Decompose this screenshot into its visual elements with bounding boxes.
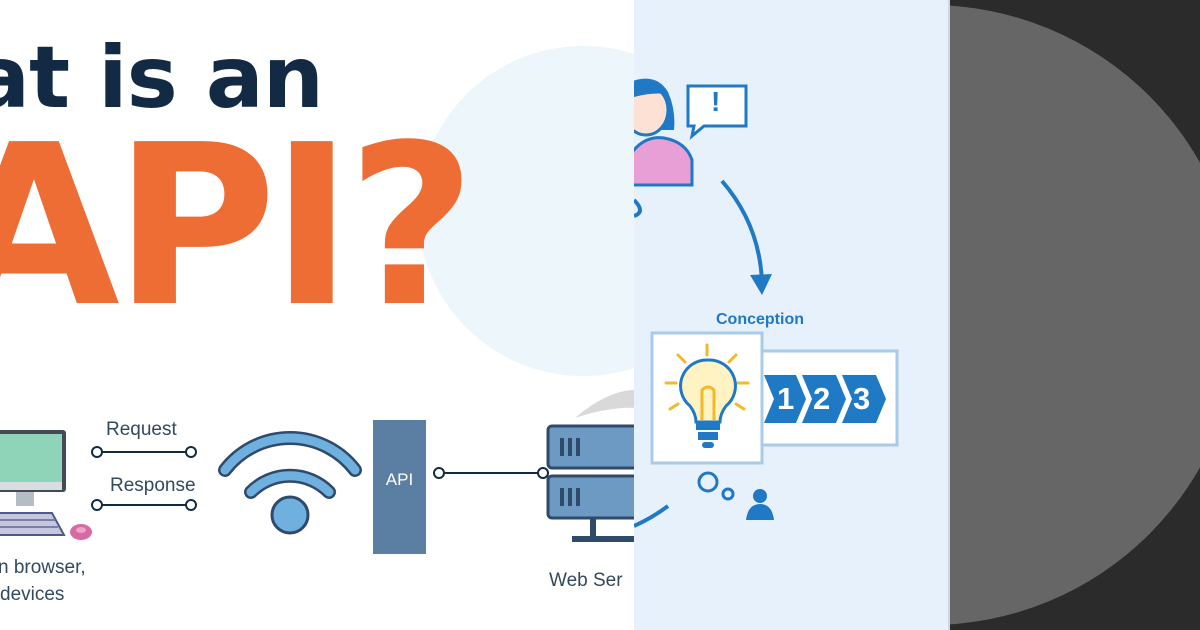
steps-icon	[764, 375, 886, 423]
dark-placeholder-panel	[948, 0, 1200, 630]
user-icon	[697, 471, 774, 520]
person-icon	[634, 78, 694, 218]
request-label: Request	[106, 419, 177, 440]
api-explainer-panel: at is an API? Request Response AP	[0, 28, 634, 605]
conception-panel: ! Conception 1 2 3	[634, 0, 948, 630]
client-caption-line-2: devices	[0, 584, 65, 605]
title-line-2: API?	[0, 98, 476, 356]
api-server-connector	[433, 467, 549, 479]
title-line-1: at is an	[0, 28, 324, 128]
response-connector	[91, 499, 197, 511]
step-1: 1	[777, 381, 795, 416]
wifi-icon	[218, 430, 362, 535]
conception-label: Conception	[716, 311, 804, 328]
speech-bubble-icon	[686, 84, 748, 140]
client-caption-line-1: n browser,	[0, 557, 86, 578]
response-label: Response	[110, 475, 196, 496]
computer-icon	[0, 430, 92, 540]
server-icon	[546, 424, 634, 542]
shadow-swoosh	[575, 389, 634, 418]
flow-arc	[634, 504, 670, 528]
flow-arrow-icon	[720, 179, 772, 295]
api-box: API	[373, 420, 426, 554]
step-2: 2	[813, 381, 831, 416]
lightbulb-icon	[679, 358, 737, 448]
server-caption: Web Ser	[549, 570, 623, 591]
request-connector	[91, 446, 197, 458]
step-3: 3	[853, 381, 871, 416]
gray-circle-shape	[950, 5, 1200, 625]
alert-glyph: !	[711, 86, 721, 117]
